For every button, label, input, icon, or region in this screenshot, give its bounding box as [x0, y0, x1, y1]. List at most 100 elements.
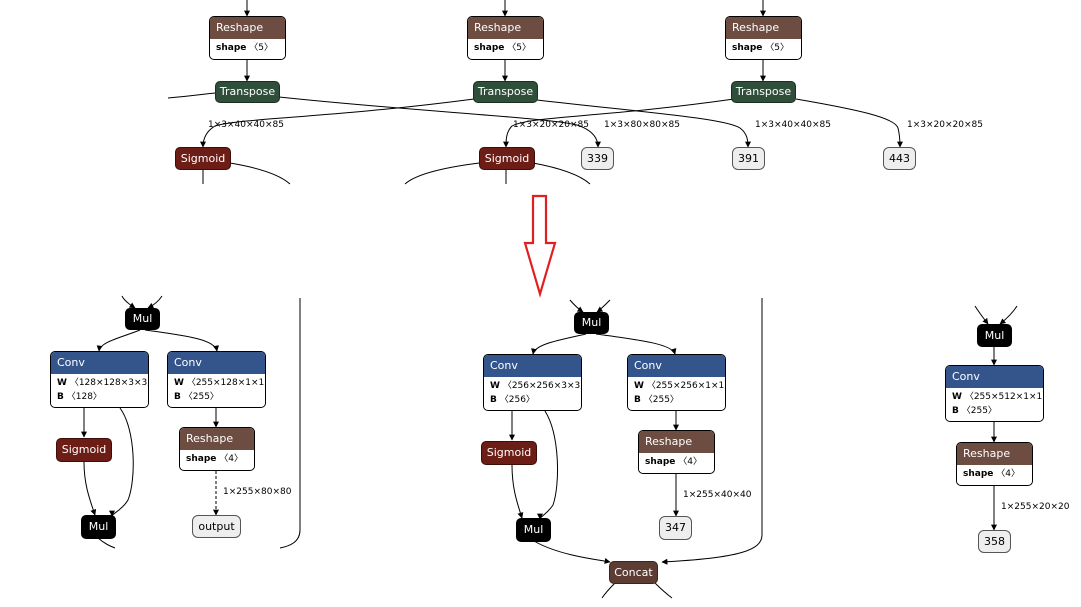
attr-value: 〈4〉 — [996, 469, 1020, 479]
top-transpose-3[interactable]: Transpose — [731, 81, 796, 103]
attr-value: 〈5〉 — [249, 43, 273, 53]
node-title: Conv — [168, 352, 265, 374]
right-mul[interactable]: Mul — [977, 324, 1012, 347]
node-title: Reshape — [957, 443, 1032, 465]
attr-value: 〈255×512×1×1〉 — [964, 392, 1044, 402]
attr-value: 〈5〉 — [765, 43, 789, 53]
attr-name: W — [634, 381, 644, 391]
attr-value: 〈256〉 — [499, 395, 535, 405]
attr-name: B — [57, 392, 64, 402]
edge-label: 1×3×40×40×85 — [208, 120, 284, 130]
attr-name: W — [490, 381, 500, 391]
left-mul-top[interactable]: Mul — [125, 308, 160, 330]
attr-name: shape — [474, 43, 505, 53]
attr-value: 〈255〉 — [643, 395, 679, 405]
output-node-391[interactable]: 391 — [732, 147, 765, 170]
mid-reshape[interactable]: Reshape shape 〈4〉 — [638, 430, 715, 474]
output-node-443[interactable]: 443 — [883, 147, 916, 170]
node-title: Reshape — [180, 428, 254, 450]
attr-row-b: B 〈255〉 — [634, 393, 719, 407]
node-attrs: shape 〈5〉 — [726, 39, 801, 57]
attr-row-b: B 〈255〉 — [174, 390, 259, 404]
attr-value: 〈128×128×3×3〉 — [69, 378, 149, 388]
edge-label: 1×3×40×40×85 — [755, 120, 831, 130]
mid-mul-bottom[interactable]: Mul — [516, 518, 551, 542]
top-reshape-1[interactable]: Reshape shape 〈5〉 — [209, 16, 286, 60]
node-attrs: shape 〈5〉 — [210, 39, 285, 57]
left-sigmoid[interactable]: Sigmoid — [56, 438, 112, 462]
attr-name: W — [57, 378, 67, 388]
node-title: Conv — [51, 352, 148, 374]
output-node-339[interactable]: 339 — [581, 147, 614, 170]
attr-name: B — [174, 392, 181, 402]
node-attrs: W 〈128×128×3×3〉 B 〈128〉 — [51, 374, 148, 406]
attr-row-w: W 〈255×128×1×1〉 — [174, 376, 265, 390]
attr-name: shape — [186, 454, 217, 464]
attr-value: 〈255〉 — [183, 392, 219, 402]
node-title: Conv — [484, 355, 581, 377]
edge-label: 1×3×20×20×85 — [513, 120, 589, 130]
top-sigmoid-2[interactable]: Sigmoid — [479, 147, 535, 170]
top-reshape-3[interactable]: Reshape shape 〈5〉 — [725, 16, 802, 60]
node-title: Conv — [628, 355, 725, 377]
node-attrs: shape 〈5〉 — [468, 39, 543, 57]
attr-name: shape — [645, 457, 676, 467]
edge-label: 1×3×80×80×85 — [604, 120, 680, 130]
top-sigmoid-1[interactable]: Sigmoid — [175, 147, 231, 170]
attr-name: W — [174, 378, 184, 388]
mid-conv-1[interactable]: Conv W 〈256×256×3×3〉 B 〈256〉 — [483, 354, 582, 411]
attr-name: B — [634, 395, 641, 405]
left-conv-2[interactable]: Conv W 〈255×128×1×1〉 B 〈255〉 — [167, 351, 266, 408]
node-attrs: W 〈255×128×1×1〉 B 〈255〉 — [168, 374, 265, 406]
attr-row-b: B 〈256〉 — [490, 393, 575, 407]
attr-value: 〈256×256×3×3〉 — [502, 381, 582, 391]
top-transpose-1[interactable]: Transpose — [215, 81, 280, 103]
attr-name: B — [490, 395, 497, 405]
output-node-output[interactable]: output — [192, 515, 241, 538]
left-mul-bottom[interactable]: Mul — [81, 515, 116, 539]
output-node-347[interactable]: 347 — [659, 516, 692, 540]
mid-concat[interactable]: Concat — [609, 561, 658, 584]
attr-name: W — [952, 392, 962, 402]
mid-mul-top[interactable]: Mul — [574, 312, 609, 334]
mid-sigmoid[interactable]: Sigmoid — [481, 441, 537, 465]
node-attrs: shape 〈4〉 — [639, 453, 714, 471]
output-node-358[interactable]: 358 — [978, 530, 1011, 553]
attr-row-w: W 〈256×256×3×3〉 — [490, 379, 581, 393]
node-attrs: shape 〈4〉 — [957, 465, 1032, 483]
node-attrs: shape 〈4〉 — [180, 450, 254, 468]
attr-value: 〈255×256×1×1〉 — [646, 381, 726, 391]
attr-name: B — [952, 406, 959, 416]
node-title: Reshape — [726, 17, 801, 39]
attr-name: shape — [732, 43, 763, 53]
attr-row-w: W 〈255×512×1×1〉 — [952, 390, 1043, 404]
node-attrs: W 〈256×256×3×3〉 B 〈256〉 — [484, 377, 581, 409]
attr-name: shape — [963, 469, 994, 479]
attr-name: shape — [216, 43, 247, 53]
right-conv[interactable]: Conv W 〈255×512×1×1〉 B 〈255〉 — [945, 365, 1044, 422]
attr-row-b: B 〈255〉 — [952, 404, 1037, 418]
mid-conv-2[interactable]: Conv W 〈255×256×1×1〉 B 〈255〉 — [627, 354, 726, 411]
top-reshape-2[interactable]: Reshape shape 〈5〉 — [467, 16, 544, 60]
node-title: Reshape — [468, 17, 543, 39]
left-conv-1[interactable]: Conv W 〈128×128×3×3〉 B 〈128〉 — [50, 351, 149, 408]
node-title: Conv — [946, 366, 1043, 388]
attr-value: 〈4〉 — [219, 454, 243, 464]
left-reshape[interactable]: Reshape shape 〈4〉 — [179, 427, 255, 471]
attr-value: 〈255×128×1×1〉 — [186, 378, 266, 388]
attr-row-b: B 〈128〉 — [57, 390, 142, 404]
node-attrs: W 〈255×256×1×1〉 B 〈255〉 — [628, 377, 725, 409]
edge-label: 1×255×80×80 — [223, 487, 292, 497]
node-title: Reshape — [639, 431, 714, 453]
edge-label: 1×255×20×20 — [1001, 502, 1070, 512]
right-reshape[interactable]: Reshape shape 〈4〉 — [956, 442, 1033, 486]
top-transpose-2[interactable]: Transpose — [473, 81, 538, 103]
attr-row-w: W 〈255×256×1×1〉 — [634, 379, 725, 393]
attr-row-w: W 〈128×128×3×3〉 — [57, 376, 148, 390]
edge-label: 1×255×40×40 — [683, 490, 752, 500]
attr-value: 〈128〉 — [66, 392, 102, 402]
attr-value: 〈255〉 — [961, 406, 997, 416]
attr-value: 〈5〉 — [507, 43, 531, 53]
attr-value: 〈4〉 — [678, 457, 702, 467]
